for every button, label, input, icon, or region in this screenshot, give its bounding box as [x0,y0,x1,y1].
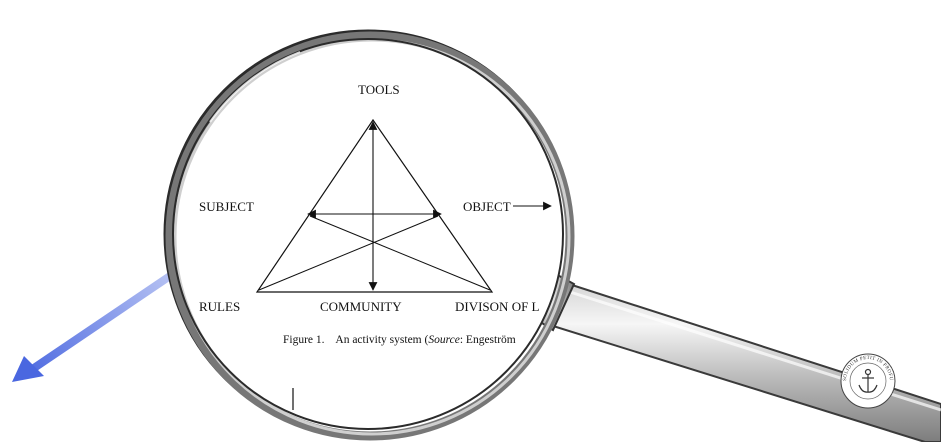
activity-system-diagram: TOOLS SUBJECT OBJECT TCOME RULES COMMUNI… [172,38,620,430]
figure-caption: Figure 1. An activity system (Source: En… [283,334,516,346]
rules-label: RULES [199,299,240,314]
society-seal-logo: SOLIDUM PETIT IN PROFUNDIS · SOCIETAS [840,353,896,409]
subject-division-line [309,215,491,291]
outcome-label: TCOME [574,199,620,214]
subject-label: SUBJECT [199,199,254,214]
anchor-icon [858,368,878,393]
tools-label: TOOLS [358,82,400,97]
caption-prefix: Figure 1. An activity system ( [283,334,429,346]
object-label: OBJECT [463,199,511,214]
community-label: COMMUNITY [320,299,402,314]
division-label: DIVISON OF L [455,299,540,314]
rules-object-line [258,215,439,291]
activity-triangle [255,118,494,293]
caption-suffix: : Engeström [460,334,516,346]
caption-source: Source [428,334,460,346]
magnifier-rim [163,29,575,441]
